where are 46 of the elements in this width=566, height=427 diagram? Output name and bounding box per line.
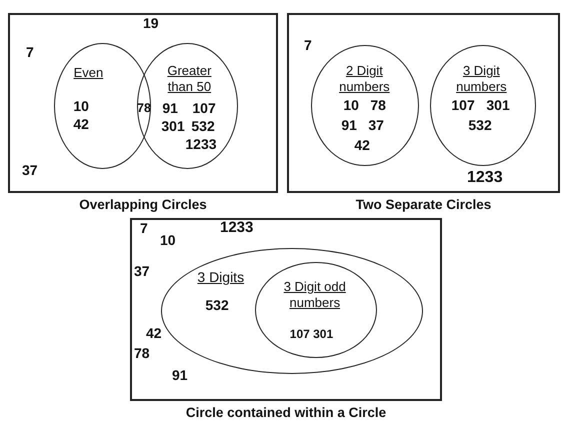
set-element: 78 <box>134 345 150 361</box>
set-element: 37 <box>368 117 384 134</box>
set-element: 7 <box>26 44 34 60</box>
set-circle <box>255 262 378 358</box>
set-element: 1233 <box>220 220 254 236</box>
set-element: 532 <box>205 297 229 314</box>
set-heading: Greater than 50 <box>166 63 212 96</box>
set-element: 107 <box>451 97 475 114</box>
set-element: 107 <box>192 100 216 116</box>
set-heading: 3 Digits <box>197 269 244 286</box>
set-frame <box>130 218 442 401</box>
set-circle <box>430 45 536 166</box>
set-element: 19 <box>143 15 159 31</box>
set-element: 10 <box>73 98 89 114</box>
set-element: 301 <box>161 118 185 134</box>
set-element: 301 <box>486 97 510 114</box>
set-element: 7 <box>304 37 312 53</box>
set-element: 10 <box>160 232 176 248</box>
set-element: 42 <box>146 325 162 341</box>
set-heading: 3 Digit odd numbers <box>282 278 347 311</box>
set-heading: 2 Digit numbers <box>338 63 391 96</box>
set-element: 7 <box>140 220 148 236</box>
set-element: 532 <box>468 117 492 134</box>
set-element: 107 301 <box>290 326 334 342</box>
diagram-caption: Overlapping Circles <box>78 197 208 212</box>
diagram-caption: Circle contained within a Circle <box>184 405 388 420</box>
set-element: 1233 <box>185 136 217 152</box>
set-heading: Even <box>72 65 104 82</box>
set-element: 78 <box>370 97 386 114</box>
set-circle <box>54 43 151 169</box>
set-frame <box>8 13 278 193</box>
set-heading: 3 Digit numbers <box>455 63 508 96</box>
set-element: 91 <box>341 117 357 134</box>
set-element: 10 <box>343 97 359 114</box>
diagram-caption: Two Separate Circles <box>354 197 492 212</box>
set-element: 37 <box>22 162 38 178</box>
set-circle <box>311 45 419 166</box>
set-element: 91 <box>162 100 178 116</box>
set-frame <box>287 13 560 193</box>
set-circle <box>137 43 238 169</box>
set-element: 42 <box>354 137 370 154</box>
set-element: 532 <box>191 118 215 134</box>
set-element: 1233 <box>467 170 503 186</box>
set-element: 37 <box>134 263 150 279</box>
set-element: 42 <box>73 116 89 132</box>
set-element: 91 <box>172 367 188 383</box>
